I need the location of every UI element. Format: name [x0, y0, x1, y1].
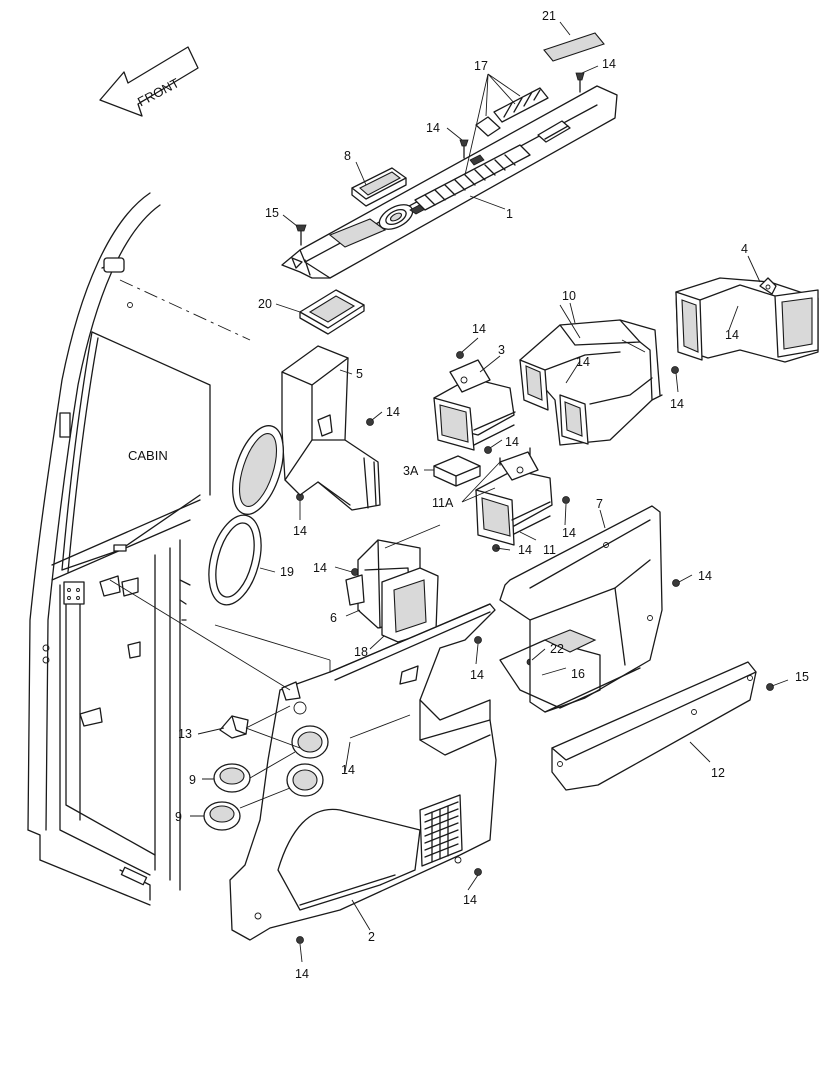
- part-9-cap-b: [203, 801, 241, 831]
- part-5-y-duct: [281, 345, 381, 511]
- screw-14-p: [474, 868, 482, 876]
- part-1-top-panel: [281, 85, 618, 279]
- screw-14-m: [672, 579, 680, 587]
- callout-14-part6: 14: [313, 561, 327, 575]
- callout-14-elbow: 14: [576, 355, 590, 369]
- callout-11a: 11A: [432, 496, 454, 510]
- callout-14-duct4: 14: [725, 328, 739, 342]
- part-10-elbow-duct: [519, 319, 663, 446]
- callout-18: 18: [354, 645, 368, 659]
- callout-10: 10: [562, 289, 576, 303]
- callout-16: 16: [571, 667, 585, 681]
- screw-15-a: [295, 224, 307, 246]
- part-9-cap-a: [213, 763, 251, 793]
- callout-5: 5: [356, 367, 363, 381]
- callout-3: 3: [498, 343, 505, 357]
- callout-8: 8: [344, 149, 351, 163]
- callout-14-box3: 14: [472, 322, 486, 336]
- part-17-vent-inserts: [475, 87, 549, 137]
- cabin-frame: [27, 192, 251, 906]
- screw-14-i: [484, 446, 492, 454]
- screw-14-d: [366, 418, 374, 426]
- callout-4: 4: [741, 242, 748, 256]
- part-21-plate: [543, 32, 605, 62]
- callout-12: 12: [711, 766, 725, 780]
- part-7-side-tray: [499, 505, 663, 713]
- screw-14-k: [562, 496, 570, 504]
- screw-14-b: [459, 139, 469, 159]
- front-arrow: FRONT: [99, 46, 199, 117]
- vent-louvres: [409, 144, 531, 215]
- callout-14-elbow2: 14: [670, 397, 684, 411]
- screw-15-b: [766, 683, 774, 691]
- part-13-clip: [219, 715, 249, 739]
- screw-14-n: [474, 636, 482, 644]
- part-19-seals: [208, 425, 331, 672]
- callout-19: 19: [280, 565, 294, 579]
- part-3-duct-box: [433, 359, 516, 451]
- callout-15-panel: 15: [265, 206, 279, 220]
- callout-3a: 3A: [403, 464, 419, 478]
- part-20-gasket: [299, 289, 365, 335]
- callout-13: 13: [178, 727, 192, 741]
- callout-22: 22: [550, 642, 564, 656]
- cabin-label: CABIN: [128, 448, 168, 463]
- callout-9-b: 9: [175, 810, 182, 824]
- callout-7: 7: [596, 497, 603, 511]
- screw-14-q: [296, 936, 304, 944]
- callout-11: 11: [543, 543, 556, 557]
- callout-2: 2: [368, 930, 375, 944]
- part-12-cover: [551, 661, 757, 791]
- callout-21: 21: [542, 9, 556, 23]
- callout-14-trim-bottom: 14: [463, 893, 477, 907]
- callout-1: 1: [506, 207, 513, 221]
- callout-14-top: 14: [602, 57, 616, 71]
- part-18-gasket: [381, 567, 439, 643]
- part-11-duct-box: [475, 447, 553, 546]
- callout-14-trim-top: 14: [470, 668, 484, 682]
- callout-15-cover: 15: [795, 670, 809, 684]
- callout-17: 17: [474, 59, 488, 73]
- callout-9-a: 9: [189, 773, 196, 787]
- screw-14-h: [671, 366, 679, 374]
- callout-14-box11: 14: [562, 526, 576, 540]
- screw-14-c: [456, 351, 464, 359]
- callout-14-trim: 14: [341, 763, 355, 777]
- callout-14-yduct: 14: [386, 405, 400, 419]
- leader-lines: [109, 21, 789, 963]
- screw-14-a: [575, 72, 585, 93]
- part-4-outer-duct: [675, 277, 819, 363]
- callout-14-tray: 14: [698, 569, 712, 583]
- callout-14-box11b: 14: [518, 543, 532, 557]
- part-3a-block: [433, 455, 481, 487]
- callout-20: 20: [258, 297, 272, 311]
- part-8-grille: [351, 167, 407, 207]
- callout-labels: 21 17 14 14 8 15 1 4 10 14 20 14 3 14 5 …: [175, 9, 809, 981]
- callout-14-bottom: 14: [295, 967, 309, 981]
- callout-6: 6: [330, 611, 337, 625]
- callout-14-box3b: 14: [505, 435, 519, 449]
- callout-14-panel: 14: [426, 121, 440, 135]
- vent-grille: [424, 801, 459, 863]
- part-2-side-trim: [229, 603, 497, 941]
- callout-14-yduct2: 14: [293, 524, 307, 538]
